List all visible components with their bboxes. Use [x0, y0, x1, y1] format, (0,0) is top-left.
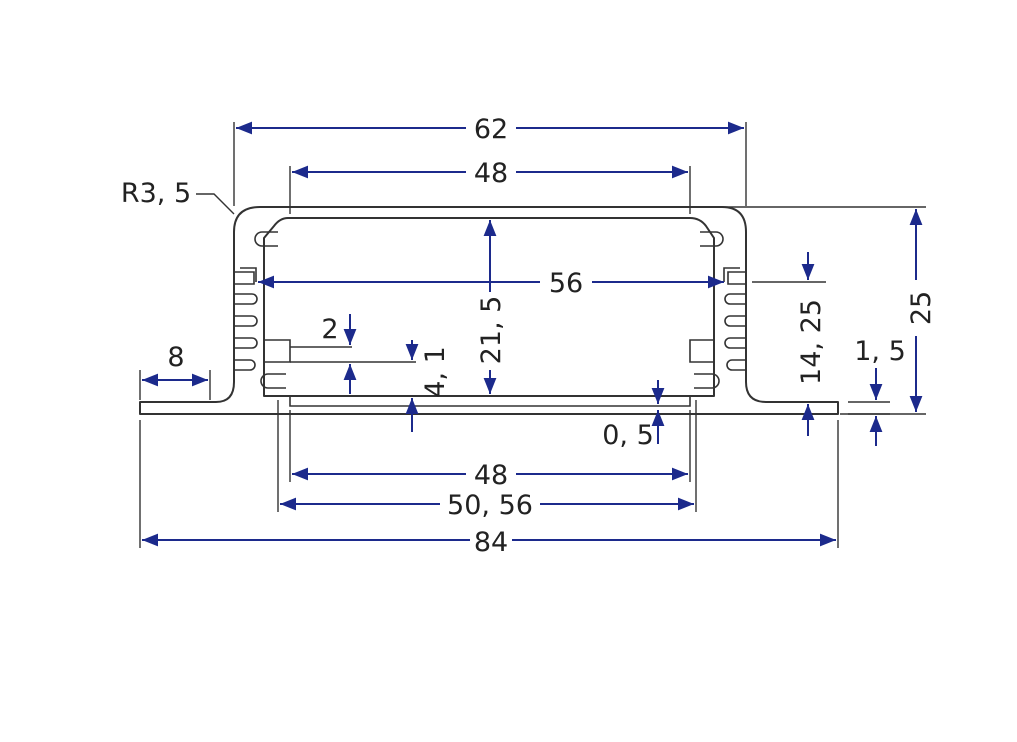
left-shoulder	[240, 267, 257, 282]
label-top-inner-width: 48	[474, 158, 508, 189]
profile-inner-cavity	[263, 217, 715, 397]
right-shoulder	[723, 267, 740, 282]
label-base-thickness: 1, 5	[854, 336, 906, 367]
internal-rails	[264, 339, 714, 363]
label-lip-height: 0, 5	[602, 420, 654, 451]
label-flange-width: 8	[167, 342, 184, 373]
label-overall-top-width: 62	[474, 114, 508, 145]
label-bottom-inner-width: 48	[474, 460, 508, 491]
dimension-lines	[142, 121, 923, 547]
left-fin-grooves	[234, 271, 258, 371]
screw-slots	[254, 231, 724, 389]
label-bottom-slot-width: 50, 56	[447, 490, 533, 521]
label-cavity-height: 21, 5	[476, 296, 507, 365]
bottom-lip	[264, 395, 714, 407]
label-overall-width: 84	[474, 527, 508, 558]
label-rail-offset: 2	[321, 314, 338, 345]
label-rail-height: 4, 1	[420, 346, 451, 398]
dimension-labels: 62 48 56 48 50, 56 84 8 R3, 5 2 0, 5 1, …	[121, 114, 937, 558]
label-inner-width: 56	[549, 268, 583, 299]
label-inner-height: 14, 25	[796, 299, 827, 385]
right-fin-grooves	[724, 271, 746, 371]
label-corner-radius: R3, 5	[121, 178, 191, 209]
label-total-height: 25	[906, 291, 937, 325]
extension-lines	[139, 122, 926, 548]
